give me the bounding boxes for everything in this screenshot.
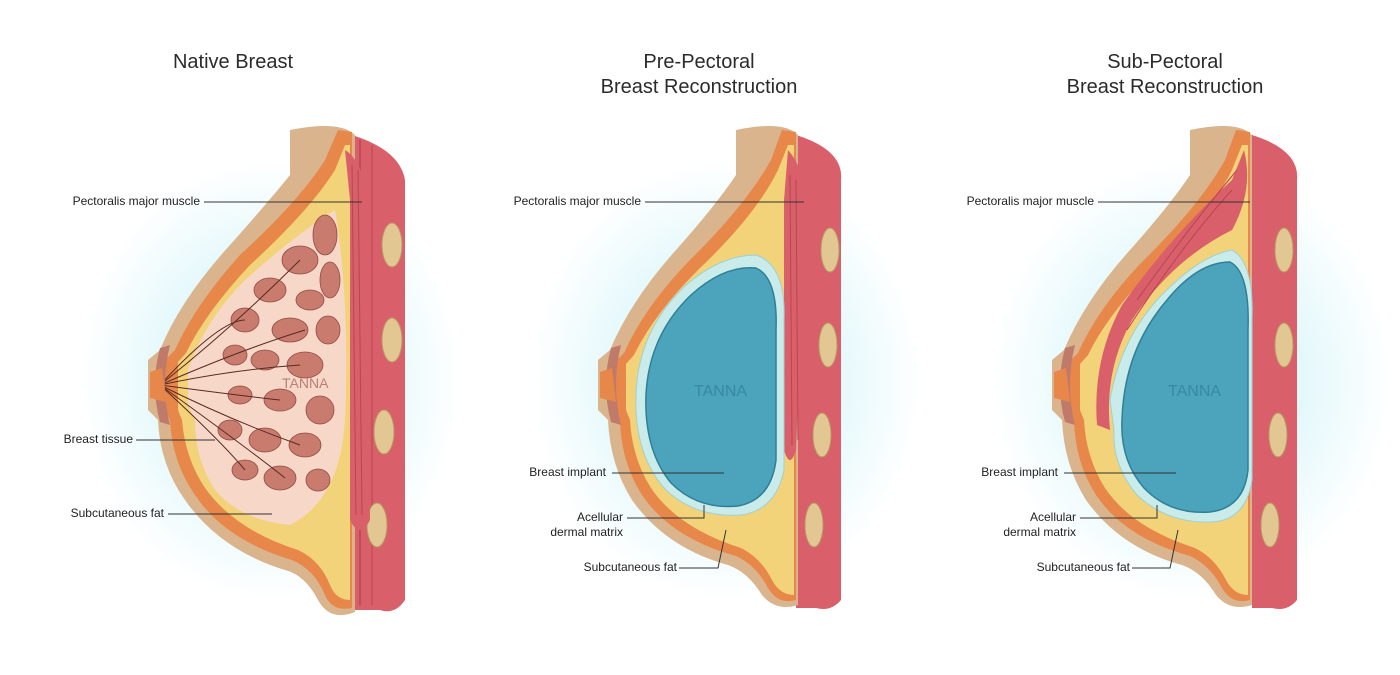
label-acellular-dermal-matrix: Acellular dermal matrix (550, 510, 623, 540)
watermark: TANNA (1168, 383, 1221, 400)
native-breast-illustration: TANNA (0, 0, 466, 675)
label-pectoralis-major-muscle: Pectoralis major muscle (967, 194, 1094, 209)
rib (367, 503, 387, 547)
label-breast-implant: Breast implant (981, 465, 1058, 480)
label-subcutaneous-fat: Subcutaneous fat (71, 506, 164, 521)
label-pectoralis-major-muscle: Pectoralis major muscle (73, 194, 200, 209)
rib (382, 223, 402, 267)
label-breast-tissue: Breast tissue (64, 432, 133, 447)
rib (1275, 228, 1293, 272)
rib (821, 228, 839, 272)
label-pectoralis-major-muscle: Pectoralis major muscle (514, 194, 641, 209)
rib (374, 410, 394, 454)
label-subcutaneous-fat: Subcutaneous fat (584, 560, 677, 575)
rib (805, 503, 823, 547)
panel-pre-pectoral: Pre-Pectoral Breast Reconstruction TANNA (466, 0, 932, 675)
panel-native-breast: Native Breast (0, 0, 466, 675)
rib (1269, 413, 1287, 457)
rib (813, 413, 831, 457)
rib (382, 318, 402, 362)
label-breast-implant: Breast implant (529, 465, 606, 480)
label-subcutaneous-fat: Subcutaneous fat (1037, 560, 1130, 575)
panel-sub-pectoral: Sub-Pectoral Breast Reconstruction TANNA… (932, 0, 1398, 675)
sub-pectoral-illustration: TANNA (932, 0, 1398, 675)
watermark: TANNA (282, 375, 329, 391)
label-acellular-dermal-matrix: Acellular dermal matrix (1003, 510, 1076, 540)
rib (1275, 323, 1293, 367)
rib (819, 323, 837, 367)
pre-pectoral-illustration: TANNA (466, 0, 932, 675)
watermark: TANNA (694, 383, 747, 400)
rib (1261, 503, 1279, 547)
